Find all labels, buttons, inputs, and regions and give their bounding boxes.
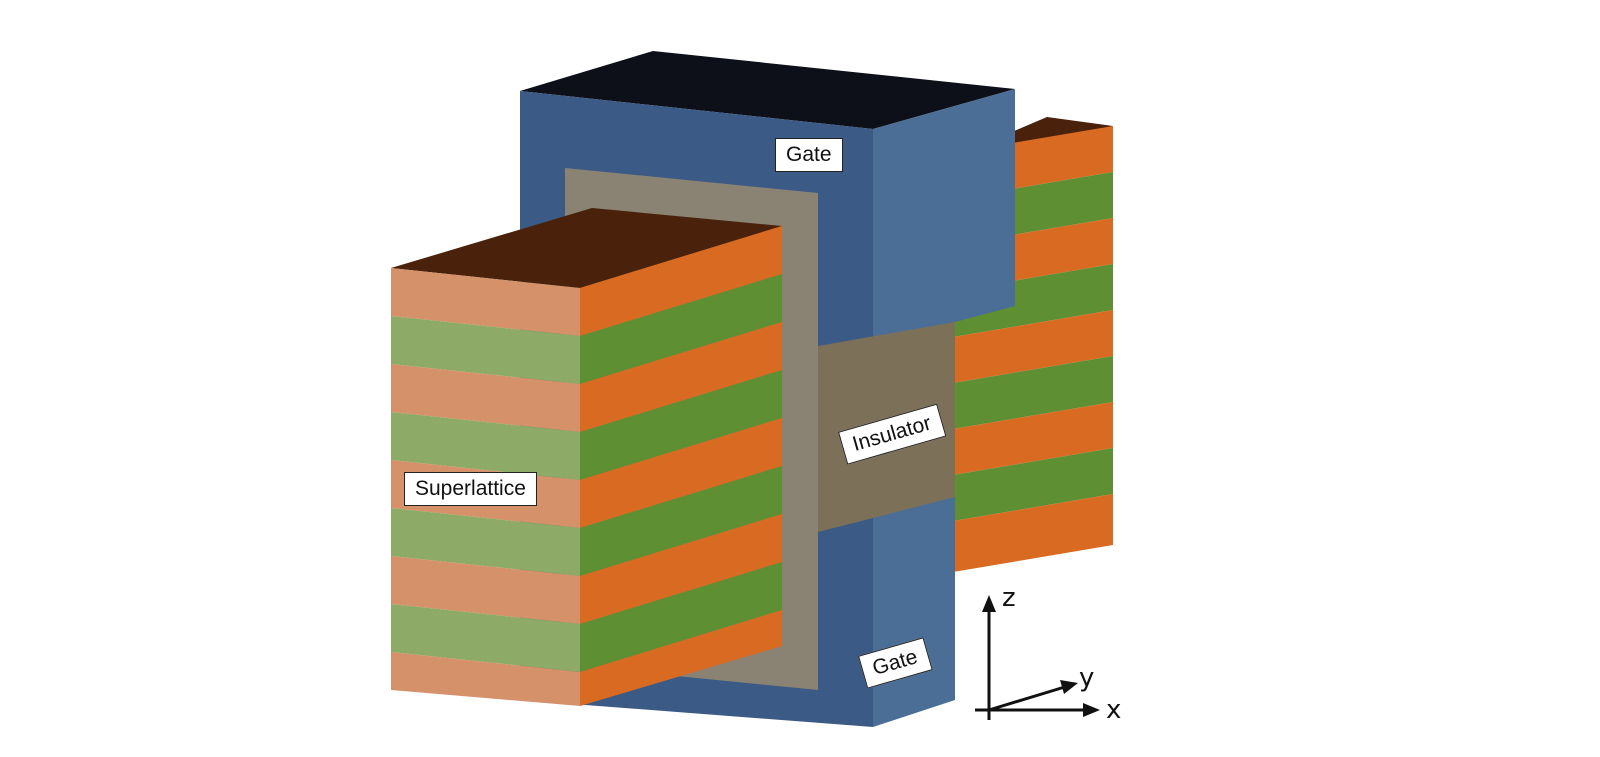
x-axis-arrowhead bbox=[1083, 703, 1100, 717]
layer-front-7 bbox=[391, 556, 580, 624]
layer-front-8 bbox=[391, 604, 580, 672]
layer-back-6 bbox=[953, 356, 1113, 429]
superlattice-back-block bbox=[953, 117, 1113, 572]
layer-front-2 bbox=[391, 316, 580, 384]
layer-back-9 bbox=[953, 494, 1113, 572]
layer-front-9 bbox=[391, 652, 580, 706]
z-axis-label: z bbox=[1002, 583, 1016, 613]
y-axis-arrowhead bbox=[1060, 680, 1078, 694]
layer-side-6 bbox=[580, 466, 782, 576]
layer-back-7 bbox=[953, 402, 1113, 475]
z-axis-arrowhead bbox=[982, 595, 996, 612]
layer-back-8 bbox=[953, 448, 1113, 521]
layer-front-3 bbox=[391, 364, 580, 432]
gate-top-face bbox=[520, 51, 1015, 129]
coordinate-axes bbox=[975, 595, 1100, 720]
layer-front-6 bbox=[391, 508, 580, 576]
layer-front-1 bbox=[391, 268, 580, 336]
y-axis-label: y bbox=[1079, 663, 1095, 693]
layer-side-4 bbox=[580, 370, 782, 480]
layer-side-1 bbox=[580, 226, 782, 336]
superlattice-front-top bbox=[391, 208, 782, 288]
y-axis-line bbox=[988, 684, 1069, 712]
layer-side-2 bbox=[580, 274, 782, 384]
superlattice-front-block bbox=[391, 208, 782, 706]
gate-top-label: Gate bbox=[775, 138, 843, 172]
layer-side-8 bbox=[580, 562, 782, 672]
layer-back-4 bbox=[953, 264, 1113, 337]
layer-side-3 bbox=[580, 322, 782, 432]
layer-front-4 bbox=[391, 412, 580, 480]
superlattice-back-top bbox=[1000, 117, 1113, 148]
layer-side-5 bbox=[580, 418, 782, 528]
layer-side-9 bbox=[580, 610, 782, 706]
superlattice-label: Superlattice bbox=[404, 472, 537, 506]
x-axis-label: x bbox=[1106, 695, 1122, 725]
layer-side-7 bbox=[580, 514, 782, 624]
layer-back-5 bbox=[953, 310, 1113, 383]
